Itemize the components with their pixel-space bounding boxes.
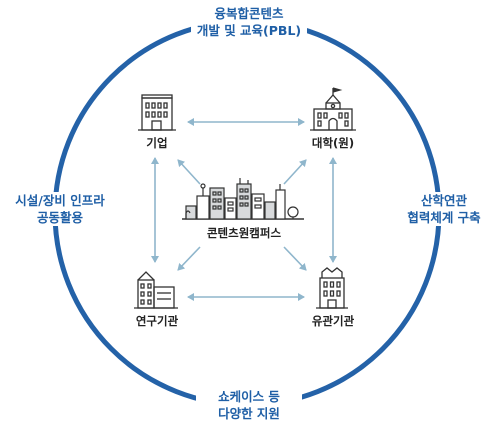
node-label-related: 유관기관 [311,314,355,328]
arrow-center-university [283,159,307,185]
ring-label-top: 융복합콘텐츠 개발 및 교육(PBL) [191,5,307,39]
agency-building-icon [316,267,348,309]
ring-label-bottom: 쇼케이스 등 다양한 지원 [196,388,302,422]
node-label-center: 콘텐츠원캠퍼스 [206,226,282,240]
ring-label-right-line2: 협력체계 구축 [407,210,481,225]
ring-label-bottom-line2: 다양한 지원 [218,406,280,421]
node-label-university: 대학(원) [311,136,355,150]
node-label-company: 기업 [146,136,168,150]
ring-label-top-line1: 융복합콘텐츠 [214,6,284,21]
university-building-icon [310,87,356,131]
ring-label-top-line2: 개발 및 교육(PBL) [196,23,302,38]
office-building-icon [138,94,176,131]
ring-label-right: 산학연관 협력체계 구축 [384,192,500,226]
city-skyline-icon [182,178,304,220]
arrow-center-research [177,246,201,271]
ring-label-bottom-line1: 쇼케이스 등 [218,389,280,404]
connection-arrows [151,118,337,301]
ring-label-left-line2: 공동활용 [36,210,83,225]
node-label-research: 연구기관 [135,314,179,328]
ring-label-left-line1: 시설/장비 인프라 [15,193,105,208]
research-building-icon [134,271,178,309]
ring-label-right-line1: 산학연관 [420,193,467,208]
arrow-center-related [283,246,307,271]
ring-label-left: 시설/장비 인프라 공동활용 [0,192,120,226]
arrow-center-company [177,159,201,185]
